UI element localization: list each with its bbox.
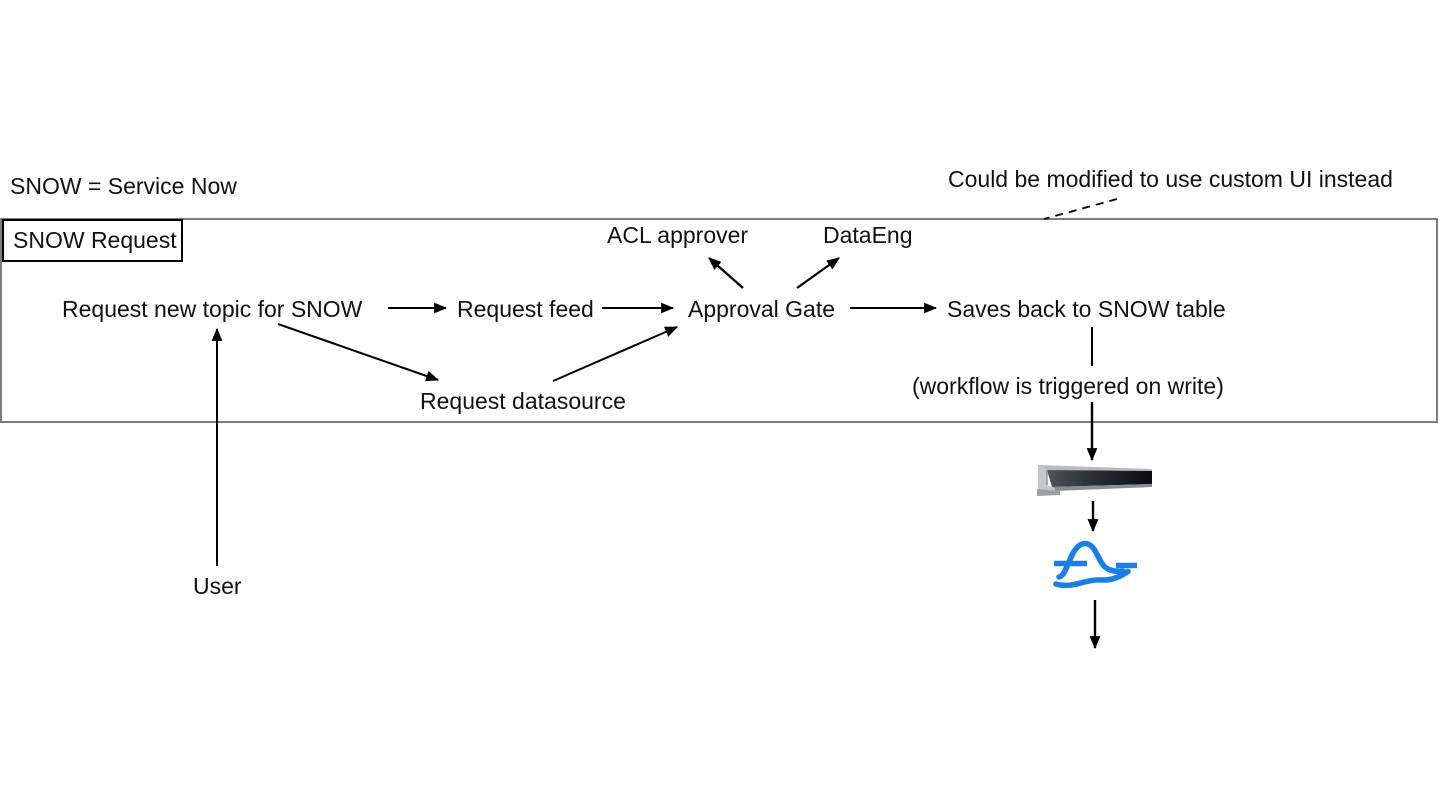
arrow-topic-to-datasource — [277, 323, 440, 382]
node-approval-gate: Approval Gate — [688, 296, 836, 322]
node-request-datasource: Request datasource — [420, 388, 626, 414]
rail-lower-band — [1052, 484, 1152, 491]
rail-top-highlight — [1038, 465, 1152, 471]
arrow-datasource-to-gate — [552, 326, 678, 382]
arrow-gate-to-dataeng — [796, 257, 840, 289]
node-acl-approver: ACL approver — [607, 222, 749, 248]
node-request-feed: Request feed — [457, 296, 594, 322]
node-request-topic: Request new topic for SNOW — [62, 296, 363, 322]
note-custom-ui: Could be modified to use custom UI inste… — [948, 166, 1393, 192]
rail-foot — [1037, 489, 1060, 496]
rail-dark-body — [1047, 470, 1152, 487]
logo-bell-curve — [1056, 540, 1126, 580]
snow-request-label-box: SNOW Request — [2, 219, 183, 262]
dashed-note-connector — [1043, 198, 1118, 220]
node-saves-back: Saves back to SNOW table — [947, 296, 1226, 322]
blue-wave-logo-icon — [1053, 540, 1137, 589]
node-dataeng: DataEng — [823, 222, 913, 248]
note-snow-legend: SNOW = Service Now — [10, 173, 237, 199]
arrow-gate-to-acl-approver — [708, 257, 744, 289]
note-workflow-trigger: (workflow is triggered on write) — [912, 373, 1224, 399]
node-user: User — [193, 573, 242, 599]
steel-rail-photo-icon — [1037, 465, 1152, 496]
logo-wave-line — [1053, 568, 1131, 589]
snow-request-container-box — [0, 218, 1438, 423]
snow-request-label: SNOW Request — [13, 227, 177, 253]
